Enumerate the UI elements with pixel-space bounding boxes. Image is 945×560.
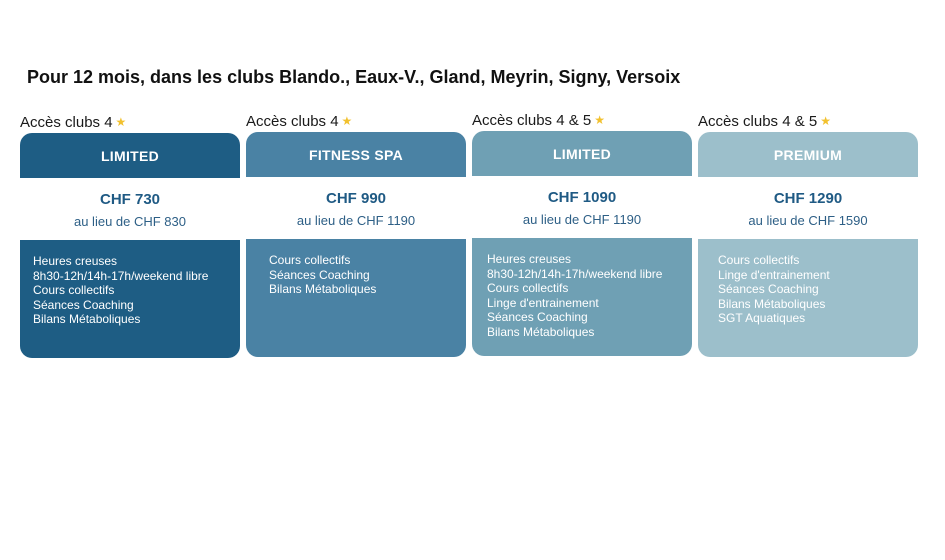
feature-item: Séances Coaching xyxy=(269,267,370,282)
plan-box: FITNESS SPA CHF 990 au lieu de CHF 1190 … xyxy=(246,132,466,357)
feature-item: Heures creuses xyxy=(33,254,118,268)
feature-list: Cours collectifs Linge d'entrainement Sé… xyxy=(698,239,918,326)
access-label: Accès clubs 4 & 5★ xyxy=(698,113,831,130)
access-text: Accès clubs 4 xyxy=(20,114,113,131)
access-text: Accès clubs 4 & 5 xyxy=(698,113,818,130)
plan-box: LIMITED CHF 730 au lieu de CHF 830 Heure… xyxy=(20,133,240,358)
access-label: Accès clubs 4 & 5★ xyxy=(472,112,605,129)
access-label: Accès clubs 4★ xyxy=(246,113,352,130)
feature-list: Heures creuses 8h30-12h/14h-17h/weekend … xyxy=(472,238,692,340)
plan-price: CHF 990 xyxy=(325,190,387,207)
feature-item: Bilans Métaboliques xyxy=(33,312,141,327)
page-title: Pour 12 mois, dans les clubs Blando., Ea… xyxy=(27,67,681,87)
feature-item: Bilans Métaboliques xyxy=(487,324,595,339)
feature-item: Bilans Métaboliques xyxy=(718,296,826,311)
star-icon: ★ xyxy=(341,114,353,128)
feature-item: Cours collectifs xyxy=(487,281,569,296)
price-section: CHF 1090 au lieu de CHF 1190 xyxy=(472,176,692,238)
plan-box: PREMIUM CHF 1290 au lieu de CHF 1590 Cou… xyxy=(698,132,918,357)
plan-old-price: au lieu de CHF 830 xyxy=(73,214,186,229)
plan-name: LIMITED xyxy=(552,145,612,162)
plan-price: CHF 1290 xyxy=(773,190,843,207)
feature-item: Séances Coaching xyxy=(718,282,819,297)
plan-old-price: au lieu de CHF 1190 xyxy=(296,213,416,228)
feature-item: Linge d'entrainement xyxy=(718,267,830,282)
plan-old-price: au lieu de CHF 1590 xyxy=(748,213,868,228)
access-label: Accès clubs 4★ xyxy=(20,114,126,131)
price-section: CHF 730 au lieu de CHF 830 xyxy=(20,178,240,240)
feature-item: Cours collectifs xyxy=(718,253,800,267)
feature-item: Séances Coaching xyxy=(33,297,134,312)
price-section: CHF 990 au lieu de CHF 1190 xyxy=(246,177,466,239)
feature-item: Séances Coaching xyxy=(487,310,588,325)
feature-item: Cours collectifs xyxy=(269,253,351,267)
access-text: Accès clubs 4 & 5 xyxy=(472,112,592,129)
plan-name: FITNESS SPA xyxy=(308,146,404,163)
plan-price: CHF 730 xyxy=(99,191,161,208)
feature-item: 8h30-12h/14h-17h/weekend libre xyxy=(487,266,663,281)
feature-item: SGT Aquatiques xyxy=(718,311,806,326)
feature-item: Heures creuses xyxy=(487,252,572,266)
star-icon: ★ xyxy=(115,115,127,129)
plan-name: PREMIUM xyxy=(773,146,843,163)
feature-list: Cours collectifs Séances Coaching Bilans… xyxy=(246,239,466,297)
plan-old-price: au lieu de CHF 1190 xyxy=(522,212,642,227)
feature-item: 8h30-12h/14h-17h/weekend libre xyxy=(33,268,209,283)
star-icon: ★ xyxy=(594,113,605,127)
feature-item: Bilans Métaboliques xyxy=(269,282,377,297)
price-section: CHF 1290 au lieu de CHF 1590 xyxy=(698,177,918,239)
plan-box: LIMITED CHF 1090 au lieu de CHF 1190 Heu… xyxy=(472,131,692,356)
feature-item: Linge d'entrainement xyxy=(487,295,599,310)
star-icon: ★ xyxy=(820,114,831,128)
feature-item: Cours collectifs xyxy=(33,283,115,298)
plan-price: CHF 1090 xyxy=(547,189,617,206)
feature-list: Heures creuses 8h30-12h/14h-17h/weekend … xyxy=(20,240,240,327)
plan-name: LIMITED xyxy=(100,147,160,164)
access-text: Accès clubs 4 xyxy=(246,113,339,130)
